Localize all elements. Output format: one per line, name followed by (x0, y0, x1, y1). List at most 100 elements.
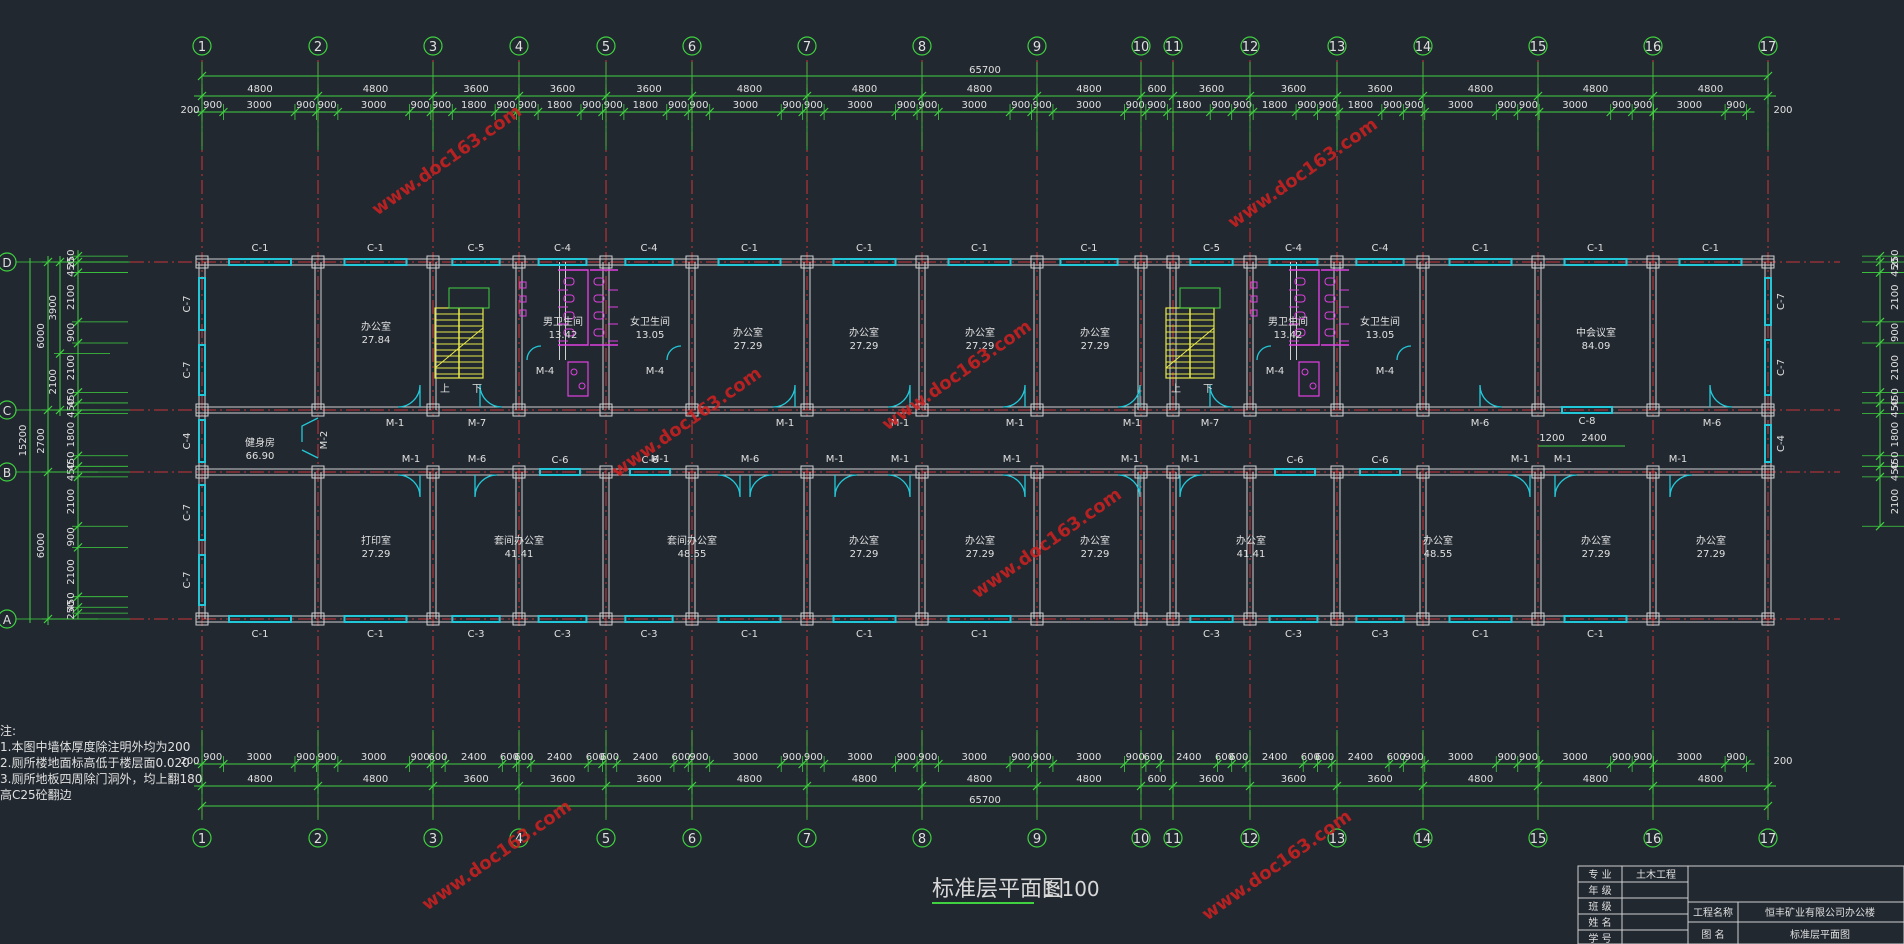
room-name: 办公室 (849, 326, 879, 339)
column (1166, 403, 1180, 417)
door-label: M-4 (536, 366, 555, 377)
axis-bubble (308, 36, 328, 56)
column (1330, 465, 1344, 479)
axis-bubble (1163, 36, 1183, 56)
axis-number: 6 (688, 832, 696, 847)
column (1243, 612, 1257, 626)
room-name: 办公室 (361, 320, 391, 333)
room-area: 13.42 (1274, 330, 1303, 341)
dim-text: 3600 (1281, 84, 1306, 95)
column (1134, 255, 1148, 269)
axis-bubble (1528, 36, 1548, 56)
room-name: 办公室 (733, 326, 763, 339)
urinal (519, 309, 527, 317)
room-name: 女卫生间 (630, 315, 670, 328)
dim-vtext: 450 (66, 592, 77, 611)
room-name: 办公室 (1581, 534, 1611, 547)
column (195, 612, 209, 626)
column (426, 612, 440, 626)
dim-text: 3000 (962, 100, 987, 111)
door-swing (887, 474, 911, 498)
window (228, 258, 292, 266)
axis-number: 14 (1415, 40, 1432, 55)
toilet-bowl (563, 294, 575, 303)
window (539, 468, 581, 476)
dim-text: 900 (1497, 752, 1516, 763)
room-area: 27.29 (362, 549, 391, 560)
door-swing (1554, 474, 1578, 498)
dim-text: 4800 (1468, 774, 1493, 785)
dim-text: 900 (1147, 100, 1166, 111)
urinal (1250, 295, 1258, 303)
column (1531, 403, 1545, 417)
window-label: C-7 (1776, 293, 1787, 310)
titleblock-project-label: 工程名称 (1693, 906, 1733, 919)
sink (1301, 368, 1309, 376)
dim-right-text: 450 (1890, 388, 1901, 407)
dim-text: 2400 (1348, 752, 1373, 763)
room-name: 套间办公室 (494, 534, 544, 547)
axis-bubble (1327, 828, 1347, 848)
window-label: C-3 (1285, 629, 1302, 640)
room-area: 27.29 (850, 549, 879, 560)
door-label: M-1 (776, 418, 795, 429)
door-label: M-1 (1003, 454, 1022, 465)
column (1330, 403, 1344, 417)
axis-bubble (192, 828, 212, 848)
toilet-bowl (1324, 277, 1336, 286)
axis-number: 7 (803, 832, 811, 847)
window (198, 277, 206, 331)
dim-text: 600 (1301, 752, 1320, 763)
title-block: 专 业土木工程年 级班 级姓 名学 号工程名称恒丰矿业有限公司办公楼图 名标准层… (1577, 865, 1904, 944)
room-area: 27.84 (362, 335, 391, 346)
drawing-title: 标准层平面图 (932, 877, 1064, 902)
window (1268, 615, 1319, 623)
axis-number: 9 (1033, 832, 1041, 847)
column (1646, 465, 1660, 479)
dim-text: 900 (1519, 752, 1538, 763)
note-line: 高C25砼翻边 (0, 787, 72, 802)
toilet-bowl (1324, 328, 1336, 337)
window (717, 258, 782, 266)
dim-text: 900 (518, 100, 537, 111)
column (1030, 255, 1044, 269)
window-label: C-4 (1776, 435, 1787, 452)
dim-text: 600 (500, 752, 519, 763)
axis-bubble (682, 828, 702, 848)
window-label: C-1 (856, 243, 873, 254)
axis-bubble (1131, 36, 1151, 56)
dim-text: 900 (1319, 100, 1338, 111)
column (800, 465, 814, 479)
dim-right-text: 450 (1890, 399, 1901, 418)
dim-text: 4800 (967, 84, 992, 95)
room-name: 办公室 (1696, 534, 1726, 547)
axis-bubble (797, 828, 817, 848)
dim-vtext: 2100 (66, 489, 77, 514)
column (1646, 612, 1660, 626)
dim-text: 3000 (246, 752, 271, 763)
room-area: 27.29 (850, 341, 879, 352)
column (1166, 255, 1180, 269)
axis-bubble (1413, 828, 1433, 848)
window (717, 615, 782, 623)
sink-block (567, 361, 589, 397)
stair-label: 上 (440, 383, 450, 395)
note-line: 1.本图中墙体厚度除注明外均为200 (0, 739, 190, 754)
door-label: M-1 (891, 418, 910, 429)
door-swing (526, 345, 542, 361)
window (1274, 468, 1316, 476)
column (1330, 255, 1344, 269)
toilet-bowl (593, 277, 605, 286)
dim-text: 3600 (550, 84, 575, 95)
dim-text: 2400 (633, 752, 658, 763)
column (1761, 403, 1775, 417)
dim-text: 3000 (1076, 100, 1101, 111)
room-area: 27.29 (966, 549, 995, 560)
dim-text: 3600 (1199, 774, 1224, 785)
axis-bubble (509, 36, 529, 56)
dim-text: 3000 (847, 752, 872, 763)
dim-right-text: 1800 (1890, 422, 1901, 447)
dim-text: 600 (1229, 752, 1248, 763)
dim-text: 3000 (1562, 752, 1587, 763)
column (1134, 465, 1148, 479)
